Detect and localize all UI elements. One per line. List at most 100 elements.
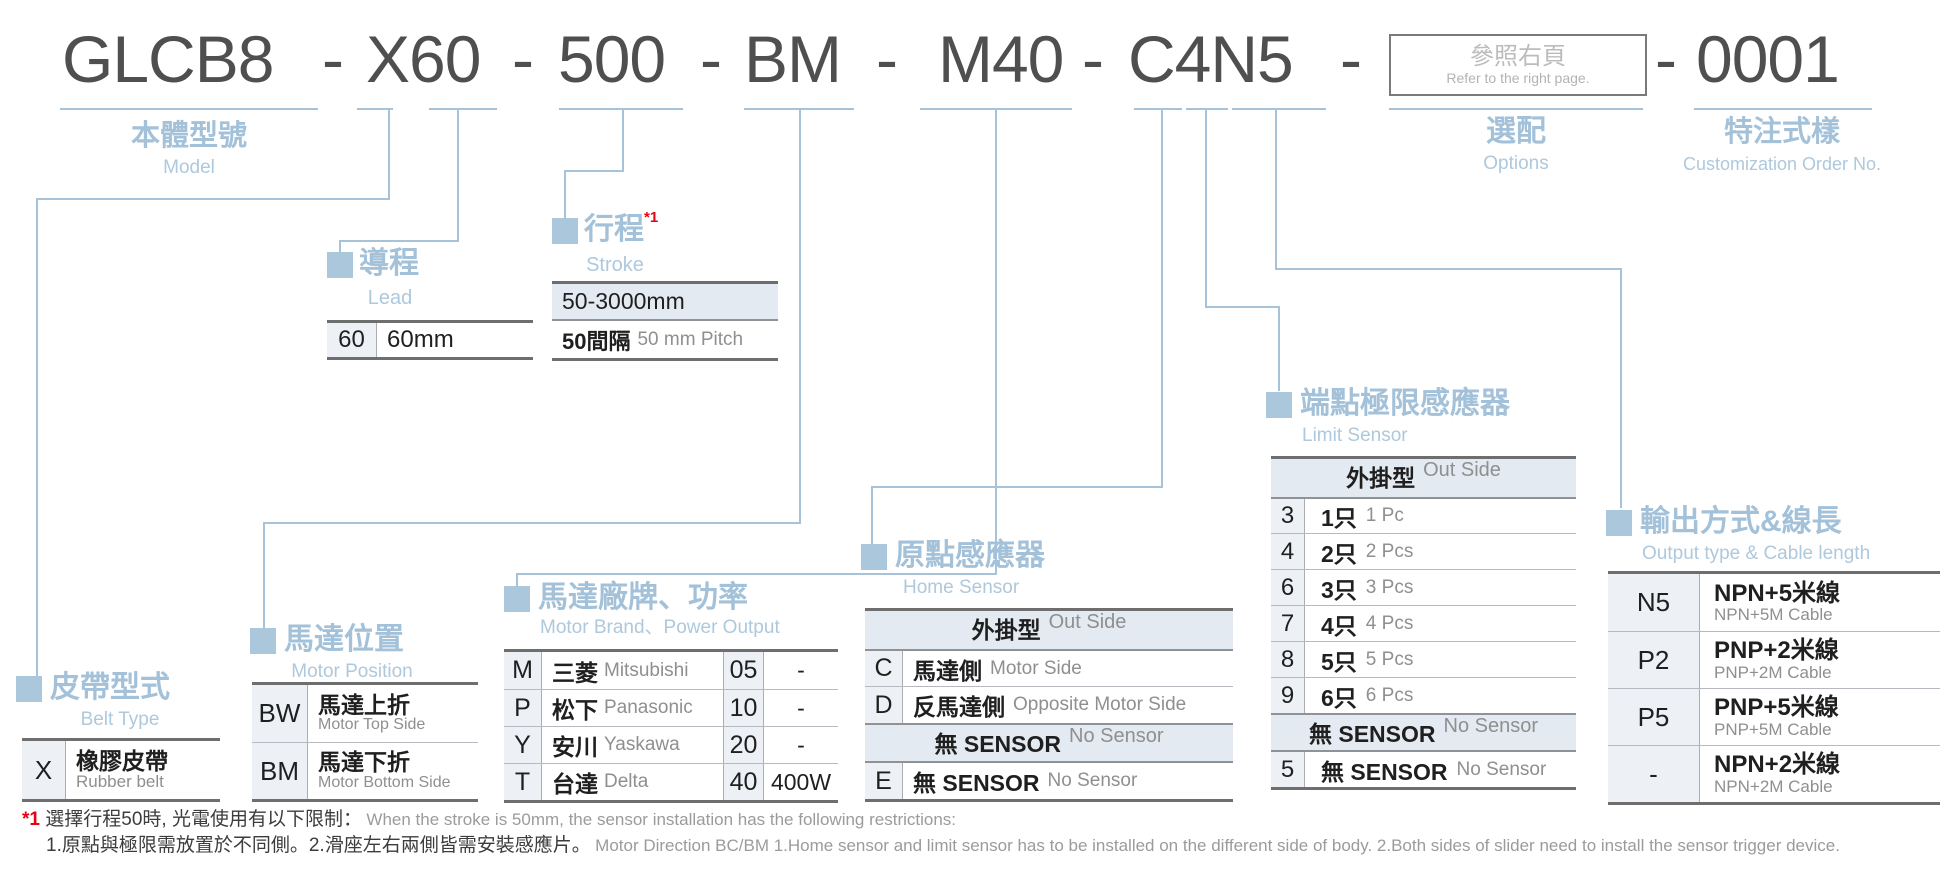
value-en: No Sensor — [1047, 770, 1138, 791]
value-en: 4 Pcs — [1365, 612, 1414, 634]
code-cell: X — [22, 741, 66, 799]
code-cell: D — [865, 687, 903, 723]
group-header-en: Out Side — [1423, 459, 1501, 481]
code-cell: BM — [252, 743, 308, 799]
value-cell: 馬達側 Motor Side — [903, 651, 1233, 686]
output-title-zh: 輸出方式&線長 — [1640, 505, 1842, 538]
table-row: 8 5只 5 Pcs — [1271, 641, 1576, 677]
value-cell: 反馬達側 Opposite Motor Side — [903, 687, 1233, 723]
underline-belt — [357, 108, 393, 110]
underline-model — [60, 108, 318, 110]
table-row: 3 1只 1 Pc — [1271, 497, 1576, 533]
value-cell: 馬達上折 Motor Top Side — [308, 685, 478, 742]
table-row: P2 PNP+2米線 PNP+2M Cable — [1608, 631, 1940, 688]
power-code-cell: 05 — [724, 652, 764, 689]
brand-en: Mitsubishi — [604, 659, 689, 681]
code-cell: BW — [252, 685, 308, 742]
group-header-zh: 外掛型 — [1346, 465, 1416, 491]
value-cell: 馬達下折 Motor Bottom Side — [308, 743, 478, 799]
output-table: N5 NPN+5米線 NPN+5M Cable P2 PNP+2米線 PNP+2… — [1608, 571, 1940, 805]
model-label-en: Model — [163, 157, 215, 178]
value-zh: 6只 — [1321, 684, 1357, 711]
power-cell: - — [797, 694, 805, 721]
options-box-label-zh: 參照右頁 — [1470, 43, 1566, 70]
group-header-row: 外掛型 Out Side — [1271, 459, 1576, 497]
stroke-range-cell: 50-3000mm — [552, 284, 778, 319]
value-cell: 2只 2 Pcs — [1305, 534, 1576, 569]
connector-line — [564, 170, 624, 172]
connector-line — [36, 198, 38, 678]
group-header-row: 無 SENSOR No Sensor — [865, 723, 1233, 761]
connector-line — [564, 170, 566, 218]
stroke-title-zh: 行程*1 — [584, 209, 658, 246]
value-cell: 6只 6 Pcs — [1305, 678, 1576, 713]
value-en: Opposite Motor Side — [1013, 694, 1187, 715]
connector-line — [622, 108, 624, 170]
code-cell: C — [865, 651, 903, 686]
options-label-zh: 選配 — [1486, 115, 1546, 148]
value-zh: 5只 — [1321, 648, 1357, 675]
motor-position-bullet-icon — [250, 628, 276, 654]
power-cell: - — [797, 731, 805, 758]
value-en: PNP+2M Cable — [1714, 662, 1832, 682]
value-zh: 反馬達側 — [913, 694, 1005, 720]
table-row: 5 無 SENSOR No Sensor — [1271, 750, 1576, 787]
connector-line — [1278, 306, 1280, 391]
code-cell: E — [865, 763, 903, 799]
value-cell: PNP+2米線 PNP+2M Cable — [1700, 632, 1940, 688]
connector-line — [1275, 268, 1622, 270]
title-separator: - — [700, 22, 722, 96]
power-code-cell: 10 — [724, 690, 764, 726]
value-en: Motor Bottom Side — [318, 773, 451, 791]
connector-line — [457, 108, 459, 242]
stroke-bullet-icon — [552, 218, 578, 244]
footnote-line-2: 1.原點與極限需放置於不同側。2.滑座左右兩側皆需安裝感應片。 Motor Di… — [46, 830, 1840, 857]
brand-cell: 松下 Panasonic — [542, 690, 724, 726]
code-cell: 6 — [1271, 570, 1305, 605]
table-row: P5 PNP+5米線 PNP+5M Cable — [1608, 688, 1940, 745]
stroke-pitch-row: 50間隔 50 mm Pitch — [552, 319, 778, 358]
table-row: M 三菱 Mitsubishi 05 - — [504, 652, 838, 689]
value-zh: 橡膠皮帶 — [76, 747, 168, 774]
brand-cell: 台達 Delta — [542, 764, 724, 800]
table-row: 60 60mm — [327, 323, 533, 357]
underline-output — [1232, 108, 1326, 110]
value-en: 6 Pcs — [1365, 684, 1414, 706]
custom-label-zh: 特注式樣 — [1723, 116, 1840, 148]
brand-zh: 松下 — [552, 697, 598, 723]
title-separator: - — [1082, 22, 1104, 96]
stroke-title-en: Stroke — [586, 254, 644, 276]
lead-bullet-icon — [327, 252, 353, 278]
brand-zh: 台達 — [552, 771, 598, 797]
connector-line — [1205, 108, 1207, 306]
group-header-en: Out Side — [1048, 611, 1127, 633]
brand-zh: 三菱 — [552, 659, 598, 686]
table-row: E 無 SENSOR No Sensor — [865, 761, 1233, 799]
code-cell: M — [504, 652, 542, 689]
value-cell: 4只 4 Pcs — [1305, 606, 1576, 641]
connector-line — [1161, 108, 1163, 486]
group-header-zh: 無 SENSOR — [1308, 721, 1436, 747]
motor-brand-title-zh: 馬達廠牌、功率 — [538, 581, 748, 614]
code-cell: P5 — [1608, 689, 1700, 745]
underline-options — [1389, 108, 1643, 110]
group-header-row: 外掛型 Out Side — [865, 611, 1233, 649]
table-row: X 橡膠皮帶 Rubber belt — [22, 741, 220, 799]
value-zh: 1只 — [1321, 505, 1357, 531]
belt-section-title-zh: 皮帶型式 — [50, 671, 170, 704]
title-motor-position-code: BM — [744, 22, 842, 96]
value-zh: 2只 — [1321, 540, 1357, 567]
footnote-line2-zh: 1.原點與極限需放置於不同側。2.滑座左右兩側皆需安裝感應片。 — [46, 835, 591, 856]
home-sensor-title-en: Home Sensor — [903, 577, 1020, 598]
value-cell: 5只 5 Pcs — [1305, 642, 1576, 677]
value-en: Motor Top Side — [318, 716, 426, 734]
code-cell: 4 — [1271, 534, 1305, 569]
value-cell: 無 SENSOR No Sensor — [903, 763, 1233, 799]
options-label-en: Options — [1483, 153, 1549, 174]
home-sensor-table: 外掛型 Out Side C 馬達側 Motor Side D 反馬達側 Opp… — [865, 608, 1233, 802]
power-code-cell: 40 — [724, 764, 764, 800]
value-zh: PNP+5米線 — [1714, 694, 1839, 722]
underline-home-sensor — [1134, 108, 1182, 110]
value-zh: 馬達上折 — [318, 691, 410, 718]
